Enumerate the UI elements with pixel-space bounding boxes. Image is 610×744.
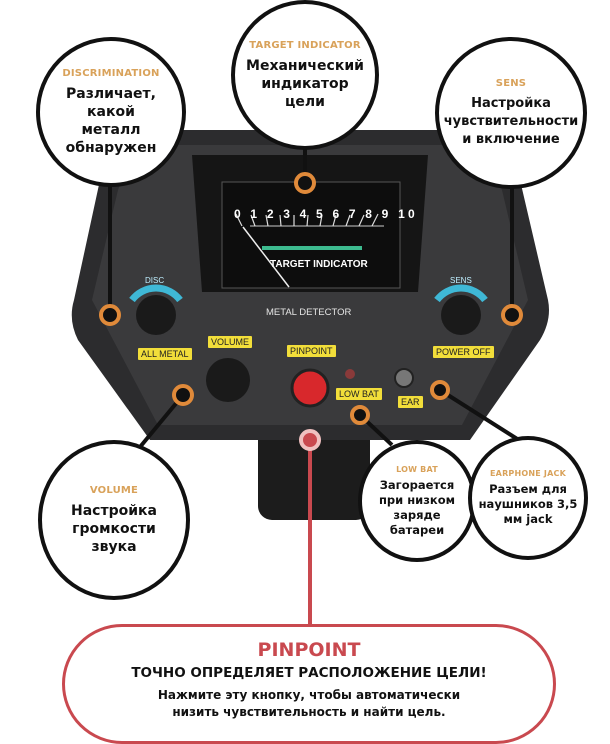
low-bat-led — [345, 369, 355, 379]
meter-dial — [221, 181, 401, 289]
pinpoint-title: PINPOINT — [257, 639, 361, 661]
sens-knob — [441, 295, 481, 335]
detector-illustration — [71, 130, 549, 626]
callout-title: SENS — [495, 77, 527, 89]
ear-label: EAR — [398, 396, 423, 408]
pinpoint-button — [290, 368, 330, 408]
sens-scale — [434, 284, 488, 303]
callout-desc: Настройка громкости звука — [71, 502, 157, 555]
disc-knob — [136, 295, 176, 335]
callout-desc: Разъем для наушников 3,5 мм jack — [478, 482, 578, 526]
sens-label: SENS — [450, 276, 472, 285]
meter-needle — [242, 226, 290, 288]
dial-scale: 0 1 2 3 4 5 6 7 8 9 10 — [234, 207, 418, 221]
callout-target-indicator: TARGET INDICATOR Механический индикатор … — [231, 0, 379, 150]
connector-dots — [99, 172, 523, 425]
callout-pinpoint: PINPOINT ТОЧНО ОПРЕДЕЛЯЕТ РАСПОЛОЖЕНИЕ Ц… — [62, 624, 556, 744]
pinpoint-label: PINPOINT — [287, 345, 336, 357]
dial-ticks — [235, 213, 379, 227]
ear-jack — [394, 368, 414, 388]
callout-desc: Механический индикатор цели — [246, 57, 364, 110]
meter-label: TARGET INDICATOR — [270, 259, 368, 270]
callout-desc: Настройка чувствительности и включение — [443, 95, 579, 147]
callout-low-bat: LOW BAT Загорается при низком заряде бат… — [358, 440, 476, 562]
callout-title: DISCRIMINATION — [62, 67, 160, 79]
callout-desc: Загорается при низком заряде батареи — [378, 477, 456, 537]
pinpoint-desc: Нажмите эту кнопку, чтобы автоматически … — [157, 688, 461, 719]
dial-green-band — [262, 246, 362, 250]
callout-earphone-jack: EARPHONE JACK Разъем для наушников 3,5 м… — [468, 436, 588, 560]
pinpoint-headline: ТОЧНО ОПРЕДЕЛЯЕТ РАСПОЛОЖЕНИЕ ЦЕЛИ! — [131, 665, 487, 681]
volume-knob — [206, 358, 250, 402]
volume-label: VOLUME — [208, 336, 253, 348]
all-metal-label: ALL METAL — [138, 348, 192, 360]
callout-sens: SENS Настройка чувствительности и включе… — [435, 37, 587, 189]
callout-title: EARPHONE JACK — [490, 469, 566, 478]
low-bat-label: LOW BAT — [336, 388, 382, 400]
disc-label: DISC — [145, 276, 165, 285]
callout-title: LOW BAT — [396, 464, 438, 474]
callout-volume: VOLUME Настройка громкости звука — [38, 440, 190, 600]
brand-label: METAL DETECTOR — [266, 307, 352, 318]
callout-title: TARGET INDICATOR — [249, 39, 361, 51]
power-off-label: POWER OFF — [433, 346, 494, 358]
callout-desc: Различает, какой металл обнаружен — [65, 85, 157, 156]
callout-title: VOLUME — [89, 484, 139, 496]
callout-discrimination: DISCRIMINATION Различает, какой металл о… — [36, 37, 186, 187]
pinpoint-dot — [299, 429, 321, 451]
disc-scale — [129, 284, 183, 303]
